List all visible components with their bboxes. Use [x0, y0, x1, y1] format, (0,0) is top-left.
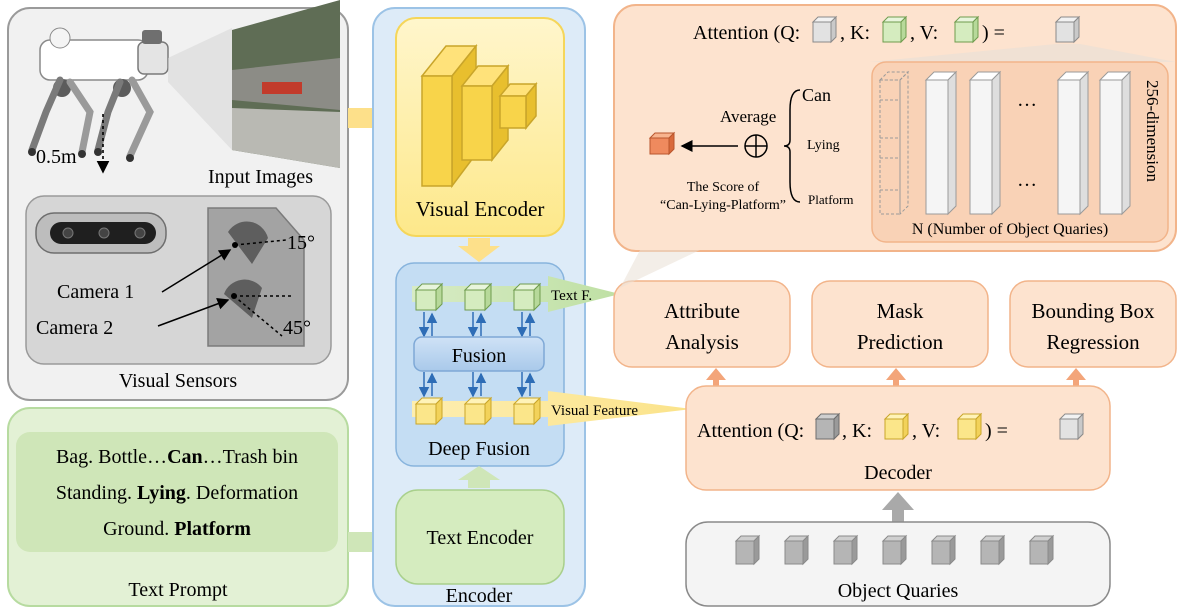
camera-frustum: [168, 28, 232, 150]
attribute-lying: Lying: [807, 138, 840, 153]
decoder-key-cube-icon: [883, 412, 910, 441]
query-ellipsis-bottom: …: [1017, 169, 1037, 191]
depth-camera-icon: [35, 212, 167, 254]
robot-dog-illustration: [28, 27, 169, 162]
sum-operator-icon: [744, 134, 768, 158]
input-image-thumbnail: [232, 0, 340, 168]
query-matrix-caption: N (Number of Object Quaries): [912, 221, 1108, 238]
query-columns: [878, 70, 1132, 216]
encoder-label: Encoder: [446, 585, 513, 607]
decoder-value-cube-icon: [956, 412, 983, 441]
query-cube-gray-icon: [811, 15, 838, 44]
attention-top-v: , V:: [910, 22, 938, 44]
prompt-line-3: Ground. Platform: [103, 518, 251, 540]
attribute-analysis-line-2: Analysis: [665, 330, 739, 354]
decoder-attention-k: , K:: [842, 420, 872, 442]
attribute-analysis-line-1: Attribute: [664, 299, 740, 323]
camera-1-pointer: [161, 249, 232, 293]
result-expansion-shadow: [870, 44, 1176, 62]
result-cube-gray-icon: [1054, 15, 1081, 44]
score-caption-line-1: The Score of: [687, 180, 760, 195]
visual-feature-band: [412, 391, 692, 426]
prompt-line-2: Standing. Lying. Deformation: [56, 482, 298, 504]
bounding-box-line-1: Bounding Box: [1031, 299, 1155, 323]
decoder-attention-v: , V:: [912, 420, 940, 442]
deep-fusion-label: Deep Fusion: [428, 438, 530, 460]
angle-15-label: 15°: [287, 232, 315, 254]
visual-encoder-label: Visual Encoder: [416, 197, 545, 221]
bounding-box-line-2: Regression: [1046, 330, 1140, 354]
attribute-attention-detail-panel: Attention (Q: , K: , V: ) = Average Can …: [613, 4, 1177, 252]
prompt-line-1: Bag. Bottle…Can…Trash bin: [56, 446, 298, 468]
text-prompt-label: Text Prompt: [128, 579, 228, 601]
decoder-attention-suffix: ) =: [985, 420, 1008, 442]
mask-prediction-head: Mask Prediction: [811, 280, 989, 368]
object-queries-panel: Object Quaries: [685, 521, 1111, 607]
angle-45-label: 45°: [283, 317, 311, 339]
attribute-can: Can: [802, 85, 831, 105]
fusion-connectors: [418, 312, 536, 398]
queries-to-decoder-arrow: [882, 492, 914, 524]
decoder-to-attribute-arrow: [706, 368, 726, 386]
text-feature-cubes: [414, 282, 542, 312]
attention-top-k: , K:: [840, 22, 870, 44]
fusion-label: Fusion: [452, 345, 506, 367]
text-encoder-up-arrow: [458, 466, 500, 488]
query-ellipsis-top: …: [1017, 89, 1037, 111]
camera-2-pointer: [157, 298, 230, 327]
decoder-result-cube-icon: [1058, 412, 1085, 441]
mask-prediction-line-1: Mask: [877, 299, 924, 323]
decoder-label: Decoder: [864, 462, 932, 484]
attribute-detail-link: [620, 250, 700, 288]
value-cube-green-icon: [953, 15, 980, 44]
visual-feature-cubes: [414, 396, 542, 426]
attribute-brace: [783, 89, 801, 203]
dimension-label: 256-dimension: [1143, 80, 1162, 182]
text-feature-label: Text F.: [551, 288, 592, 304]
text-encoder-box: [395, 489, 565, 585]
camera-2-label: Camera 2: [36, 317, 113, 339]
attribute-analysis-head: Attribute Analysis: [613, 280, 791, 368]
bounding-box-regression-head: Bounding Box Regression: [1009, 280, 1177, 368]
query-column-dashed: [878, 70, 910, 216]
decoder-query-cube-icon: [814, 412, 841, 441]
key-cube-green-icon: [881, 15, 908, 44]
text-encoder-label: Text Encoder: [427, 527, 534, 549]
decoder-attention-prefix: Attention (Q:: [697, 420, 804, 442]
object-queries-label: Object Quaries: [838, 580, 959, 602]
text-prompt-panel: Bag. Bottle…Can…Trash bin Standing. Lyin…: [7, 407, 349, 607]
score-cube-icon: [648, 131, 676, 156]
mask-prediction-line-2: Prediction: [857, 330, 944, 354]
input-images-label: Input Images: [208, 166, 313, 188]
decoder-panel: Attention (Q: , K: , V: ) = Decoder: [685, 385, 1111, 491]
encoder-panel: Visual Encoder: [372, 7, 692, 607]
average-label: Average: [720, 107, 776, 126]
height-label: 0.5m: [36, 146, 77, 168]
camera-1-label: Camera 1: [57, 281, 134, 303]
visual-feature-label: Visual Feature: [551, 403, 638, 419]
decoder-to-bbox-arrow: [1066, 368, 1086, 386]
object-query-cubes: [734, 534, 1055, 566]
visual-encoder-down-arrow: [458, 238, 500, 262]
decoder-to-mask-arrow: [886, 368, 906, 386]
attention-top-suffix: ) =: [982, 22, 1005, 44]
robot-head-diagram: [207, 207, 305, 347]
fusion-block: [413, 336, 545, 372]
score-caption-line-2: “Can-Lying-Platform”: [660, 198, 786, 213]
visual-sensors-label: Visual Sensors: [119, 370, 237, 392]
attribute-platform: Platform: [808, 192, 854, 207]
visual-sensors-panel: 0.5m Input Images 15° 45° Camera 1 Camer…: [7, 0, 349, 401]
attention-top-prefix: Attention (Q:: [693, 22, 800, 44]
visual-encoder-blocks-icon: [420, 43, 538, 189]
